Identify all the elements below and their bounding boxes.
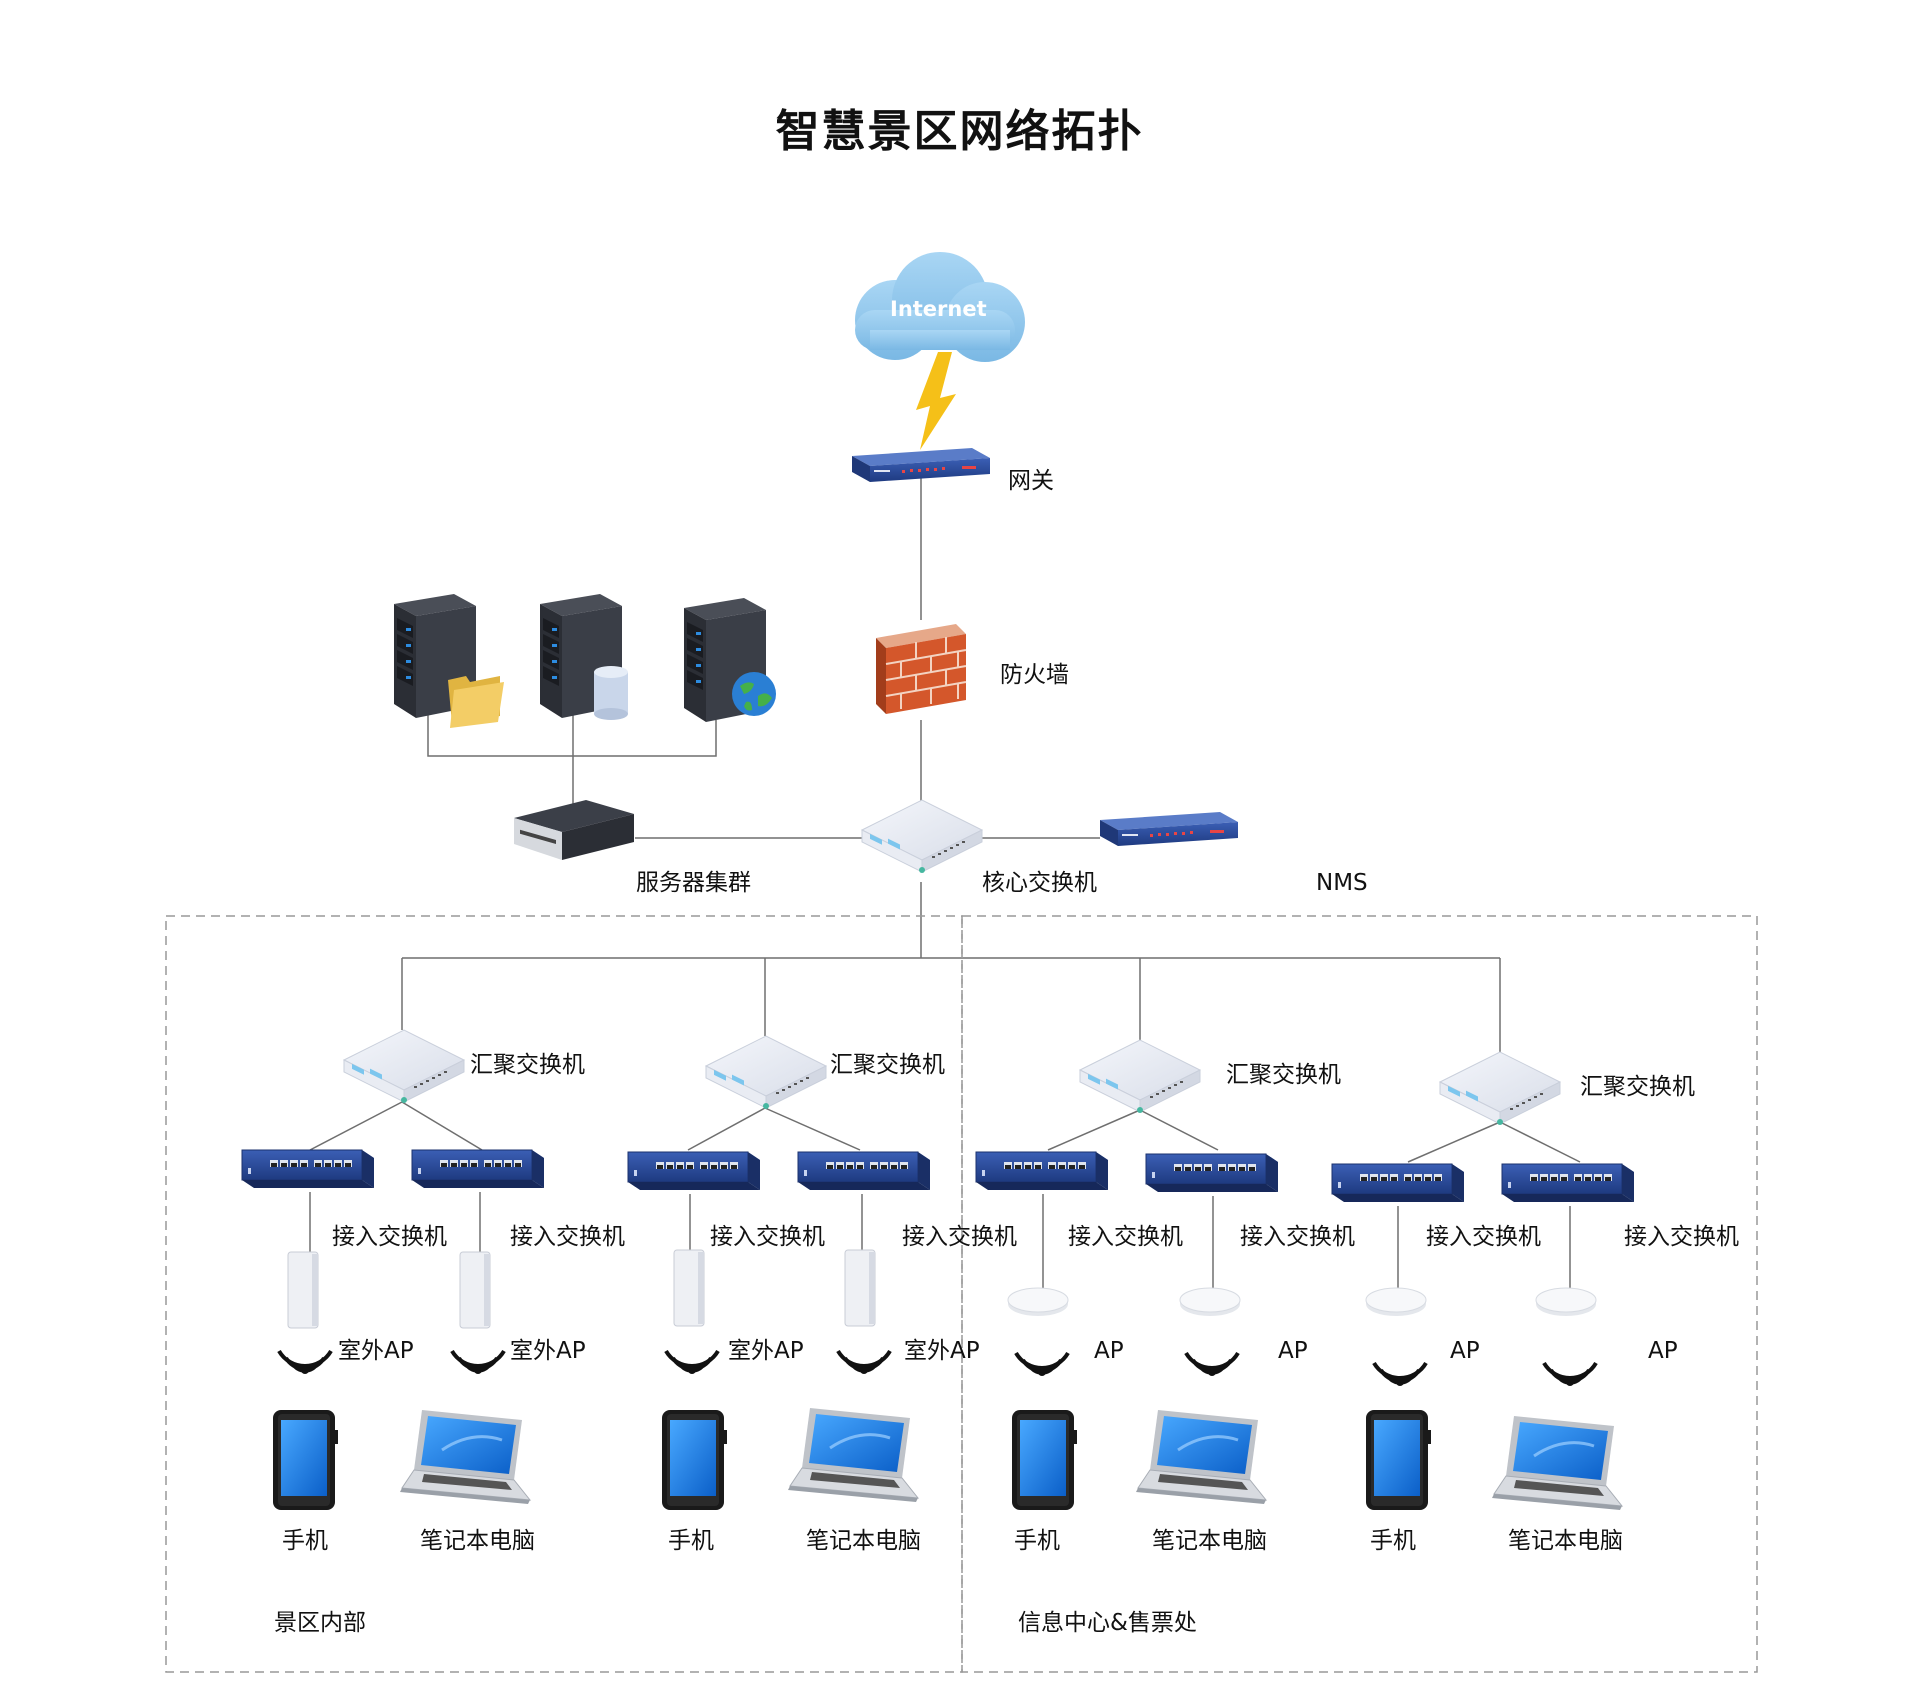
zone-scenic-interior	[165, 915, 963, 1673]
access-switch-label: 接入交换机	[332, 1224, 447, 1250]
outdoor-ap-2-icon	[459, 1251, 491, 1329]
access-switch-6-icon	[1145, 1153, 1279, 1193]
access-switch-4-icon	[797, 1151, 931, 1191]
zone-left-label: 景区内部	[274, 1610, 366, 1636]
ceiling-ap-3-icon	[1365, 1287, 1427, 1317]
phone-label: 手机	[1014, 1528, 1060, 1554]
agg-switch-3-icon	[1079, 1039, 1201, 1114]
wifi-icon	[1372, 1361, 1428, 1388]
ap-label: AP	[1450, 1338, 1480, 1364]
access-switch-label: 接入交换机	[1068, 1224, 1183, 1250]
access-switch-3-icon	[627, 1151, 761, 1191]
outdoor-ap-3-icon	[673, 1249, 705, 1327]
server-cluster-label: 服务器集群	[636, 870, 751, 896]
ap-label: AP	[1094, 1338, 1124, 1364]
agg-switch-label: 汇聚交换机	[830, 1052, 945, 1078]
agg-switch-label: 汇聚交换机	[1580, 1074, 1695, 1100]
agg-switch-2-icon	[705, 1035, 827, 1110]
access-switch-label: 接入交换机	[1240, 1224, 1355, 1250]
phone-4-icon	[1366, 1410, 1431, 1510]
ceiling-ap-4-icon	[1535, 1287, 1597, 1317]
internet-label: Internet	[890, 297, 987, 321]
zone-right-label: 信息中心&售票处	[1018, 1610, 1197, 1636]
access-switch-2-icon	[411, 1149, 545, 1189]
laptop-label: 笔记本电脑	[1508, 1528, 1623, 1554]
wifi-icon	[1014, 1351, 1070, 1378]
outdoor-ap-label: 室外AP	[904, 1338, 980, 1364]
access-switch-label: 接入交换机	[510, 1224, 625, 1250]
core-switch-label: 核心交换机	[982, 870, 1097, 896]
ap-label: AP	[1278, 1338, 1308, 1364]
phone-label: 手机	[282, 1528, 328, 1554]
laptop-2-icon	[786, 1406, 920, 1504]
agg-switch-label: 汇聚交换机	[470, 1052, 585, 1078]
firewall-icon	[876, 624, 967, 714]
outdoor-ap-label: 室外AP	[728, 1338, 804, 1364]
outdoor-ap-1-icon	[287, 1251, 319, 1329]
phone-3-icon	[1012, 1410, 1077, 1510]
agg-switch-1-icon	[343, 1029, 465, 1104]
folder-icon	[448, 676, 504, 728]
gateway-router-icon	[852, 448, 990, 482]
globe-icon	[732, 672, 776, 716]
access-switch-8-icon	[1501, 1163, 1635, 1203]
wifi-icon	[836, 1349, 892, 1376]
ceiling-ap-2-icon	[1179, 1287, 1241, 1317]
outdoor-ap-label: 室外AP	[510, 1338, 586, 1364]
laptop-1-icon	[398, 1408, 532, 1506]
nms-label: NMS	[1316, 870, 1368, 896]
agg-switch-4-icon	[1439, 1051, 1561, 1126]
zone-info-center	[961, 915, 1758, 1673]
server-cluster-icon	[514, 800, 634, 860]
phone-2-icon	[662, 1410, 727, 1510]
firewall-label: 防火墙	[1000, 662, 1069, 688]
access-switch-7-icon	[1331, 1163, 1465, 1203]
wifi-icon	[1184, 1351, 1240, 1378]
agg-switch-label: 汇聚交换机	[1226, 1062, 1341, 1088]
laptop-label: 笔记本电脑	[420, 1528, 535, 1554]
laptop-label: 笔记本电脑	[1152, 1528, 1267, 1554]
phone-label: 手机	[1370, 1528, 1416, 1554]
laptop-3-icon	[1134, 1408, 1268, 1506]
outdoor-ap-label: 室外AP	[338, 1338, 414, 1364]
access-switch-label: 接入交换机	[1426, 1224, 1541, 1250]
access-switch-label: 接入交换机	[710, 1224, 825, 1250]
nms-icon	[1100, 812, 1238, 846]
phone-label: 手机	[668, 1528, 714, 1554]
gateway-label: 网关	[1008, 468, 1054, 494]
wifi-icon	[277, 1349, 333, 1376]
wifi-icon	[664, 1349, 720, 1376]
ceiling-ap-1-icon	[1007, 1287, 1069, 1317]
core-switch-icon	[861, 799, 983, 874]
phone-1-icon	[273, 1410, 338, 1510]
wifi-icon	[1542, 1361, 1598, 1388]
ap-label: AP	[1648, 1338, 1678, 1364]
wifi-icon	[450, 1349, 506, 1376]
access-switch-label: 接入交换机	[1624, 1224, 1739, 1250]
access-switch-label: 接入交换机	[902, 1224, 1017, 1250]
access-switch-5-icon	[975, 1151, 1109, 1191]
laptop-label: 笔记本电脑	[806, 1528, 921, 1554]
diagram-title: 智慧景区网络拓扑	[775, 106, 1144, 157]
connection-lines	[309, 478, 1581, 1290]
database-icon	[594, 666, 628, 720]
internet-cloud	[855, 252, 1025, 362]
outdoor-ap-4-icon	[844, 1249, 876, 1327]
access-switch-1-icon	[241, 1149, 375, 1189]
laptop-4-icon	[1490, 1414, 1624, 1512]
lightning-icon	[916, 352, 956, 450]
